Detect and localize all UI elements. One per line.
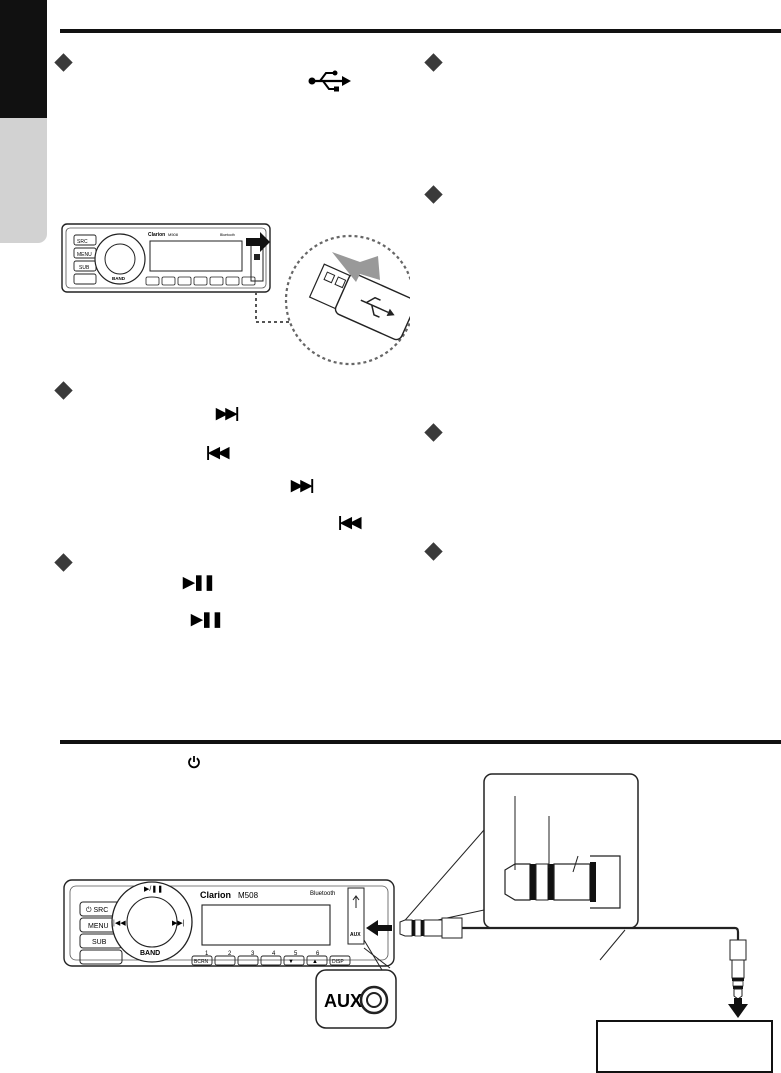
svg-text:BAND: BAND bbox=[140, 950, 160, 957]
section-tab-light bbox=[0, 118, 47, 243]
usb-insertion-diagram: SRC MENU SUB BAND Clarion M508 Bluetooth bbox=[61, 223, 410, 366]
play-pause-icon: ▶❚❚ bbox=[183, 574, 216, 591]
usb-aux-slot bbox=[347, 887, 365, 945]
bullet-diamond bbox=[424, 423, 443, 442]
external-device-box bbox=[596, 1020, 773, 1073]
svg-text:Clarion: Clarion bbox=[200, 890, 231, 900]
bullet-diamond bbox=[424, 185, 443, 204]
section-tab-dark bbox=[0, 0, 47, 118]
bullet-diamond bbox=[54, 53, 73, 72]
src-button bbox=[73, 234, 97, 246]
svg-text:MENU: MENU bbox=[88, 923, 109, 930]
svg-text:3: 3 bbox=[251, 951, 255, 957]
top-rule bbox=[60, 29, 781, 33]
svg-text:SUB: SUB bbox=[92, 939, 107, 946]
trs-plug-closeup bbox=[504, 855, 621, 909]
svg-text:DISP: DISP bbox=[332, 959, 344, 965]
svg-text:▲: ▲ bbox=[312, 959, 318, 965]
svg-text:5: 5 bbox=[294, 951, 298, 957]
svg-text:Bluetooth: Bluetooth bbox=[310, 891, 335, 897]
svg-text:BAND: BAND bbox=[112, 276, 126, 281]
svg-text:⏻ SRC: ⏻ SRC bbox=[86, 906, 108, 914]
svg-text:SRC: SRC bbox=[77, 239, 88, 245]
play-pause-icon: ▶❚❚ bbox=[191, 611, 224, 628]
previous-track-icon: |◀◀ bbox=[206, 444, 229, 461]
svg-text:4: 4 bbox=[272, 951, 276, 957]
svg-text:AUX: AUX bbox=[350, 932, 361, 938]
previous-track-icon: |◀◀ bbox=[338, 514, 361, 531]
svg-text:MENU: MENU bbox=[77, 252, 92, 258]
next-track-icon: ▶▶| bbox=[216, 405, 239, 422]
svg-text:▶/❚❚: ▶/❚❚ bbox=[144, 885, 163, 893]
bullet-diamond bbox=[54, 381, 73, 400]
aux-connection-diagram: ⏻ SRC MENU SUB ▶/❚❚ |◀◀ ▶▶| BAND Clarion… bbox=[63, 773, 748, 1029]
svg-text:6: 6 bbox=[316, 951, 320, 957]
bullet-diamond bbox=[424, 53, 443, 72]
svg-text:BCRN: BCRN bbox=[194, 959, 209, 965]
svg-text:1: 1 bbox=[205, 951, 209, 957]
phone-button bbox=[79, 949, 123, 965]
bullet-diamond bbox=[54, 553, 73, 572]
bullet-diamond bbox=[424, 542, 443, 561]
svg-text:▼: ▼ bbox=[288, 959, 294, 965]
svg-text:Clarion: Clarion bbox=[148, 232, 165, 238]
svg-text:M508: M508 bbox=[238, 891, 259, 900]
svg-text:|◀◀: |◀◀ bbox=[113, 920, 126, 927]
aux-callout-label: AUX bbox=[324, 991, 362, 1011]
usb-icon bbox=[308, 70, 351, 92]
cable-label-leader bbox=[599, 929, 626, 961]
svg-text:Bluetooth: Bluetooth bbox=[220, 233, 235, 237]
arrow-down-icon bbox=[728, 998, 748, 1018]
svg-text:2: 2 bbox=[228, 951, 232, 957]
phone-button bbox=[73, 273, 97, 285]
svg-text:▶▶|: ▶▶| bbox=[172, 920, 185, 927]
section-rule bbox=[60, 740, 781, 744]
svg-text:M508: M508 bbox=[168, 232, 179, 237]
svg-text:SUB: SUB bbox=[79, 265, 90, 271]
aux-cable-plug bbox=[399, 917, 463, 939]
power-icon bbox=[188, 756, 200, 769]
next-track-icon: ▶▶| bbox=[291, 477, 314, 494]
